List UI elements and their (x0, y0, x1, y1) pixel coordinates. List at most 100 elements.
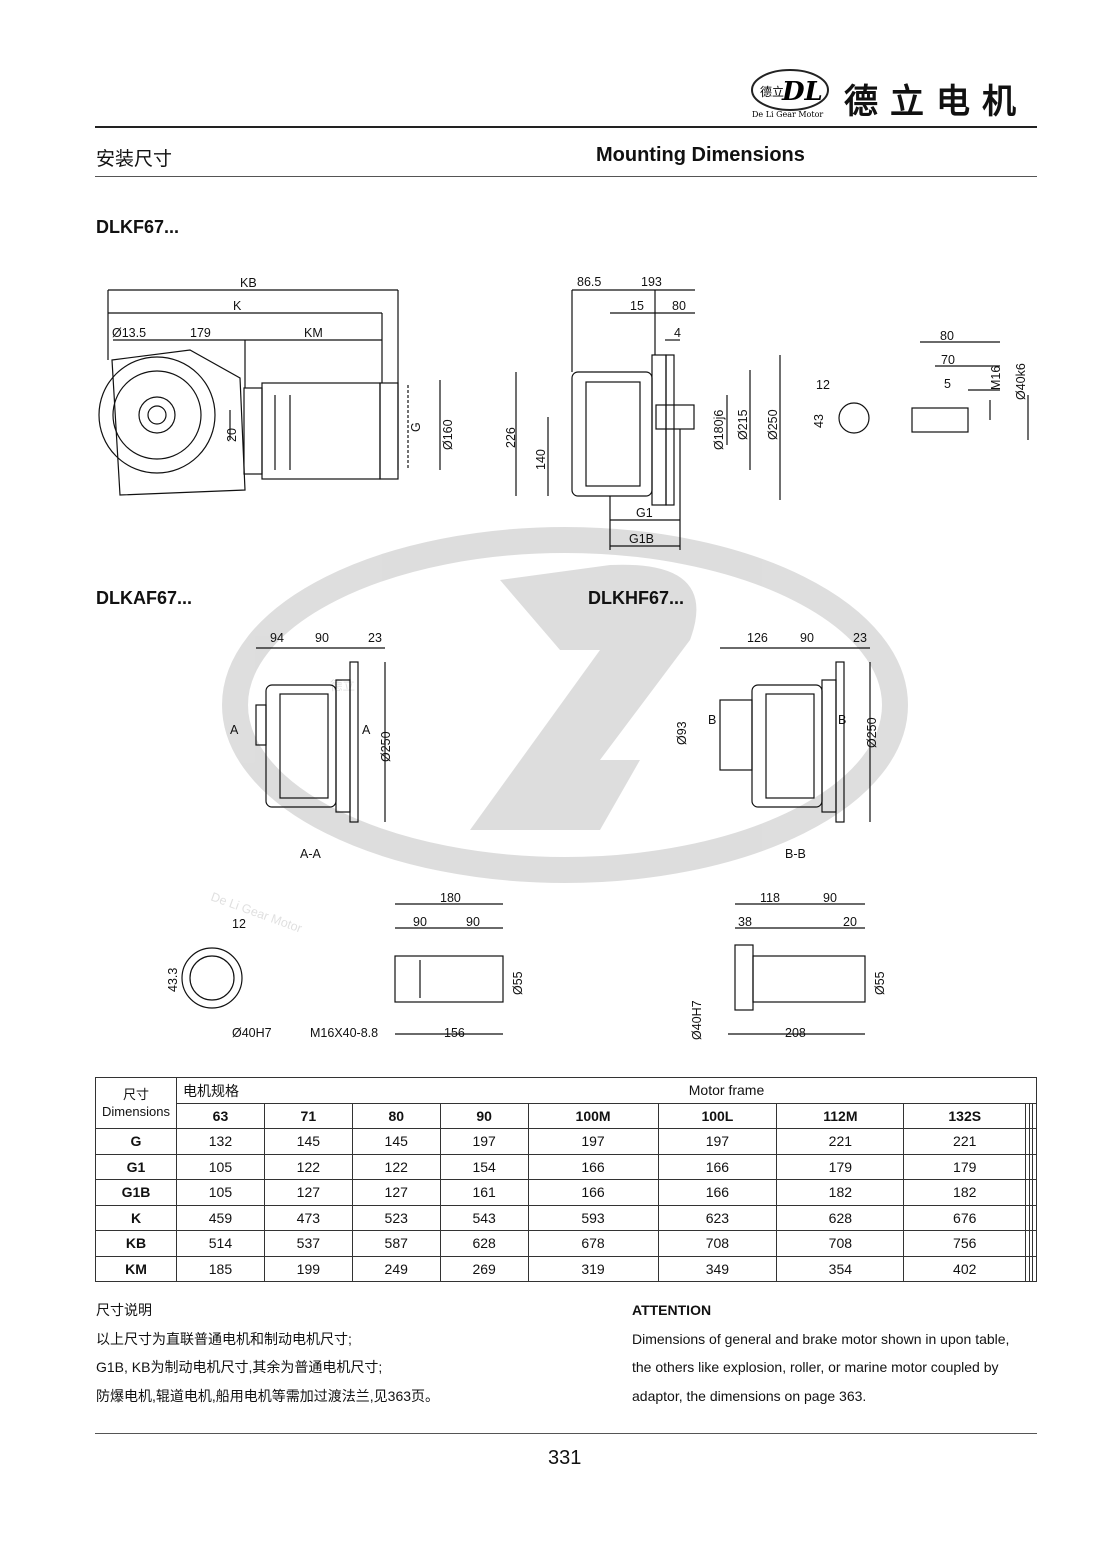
labels-kf-front: 86.5 193 15 80 4 226 140 Ø180j6 Ø215 Ø25… (504, 275, 780, 546)
table-cell (1032, 1255, 1037, 1282)
table-cell: 161 (439, 1179, 529, 1206)
table-cell: 678 (527, 1230, 659, 1257)
table-cell: 154 (439, 1153, 529, 1180)
dim-d250-kaf: Ø250 (379, 731, 393, 762)
dim-12: 12 (816, 378, 830, 392)
notes-en-line: Dimensions of general and brake motor sh… (632, 1330, 1010, 1347)
table-cell: 182 (776, 1179, 905, 1206)
table-cell: 319 (527, 1255, 659, 1282)
labels-khf-bore: 118 90 38 20 Ø55 Ø40H7 208 (690, 891, 887, 1040)
table-cell: 122 (263, 1153, 353, 1180)
frame-col: 90 (439, 1102, 529, 1129)
notes-en-line: adaptor, the dimensions on page 363. (632, 1387, 867, 1404)
table-corner-en: Dimensions (102, 1104, 170, 1119)
table-cell: 708 (657, 1230, 778, 1257)
labels-kaf-bore: 12 43.3 Ø40H7 180 90 90 M16X40-8.8 156 Ø… (166, 891, 525, 1040)
frame-header-row: 63 71 80 90 100M 100L 112M 132S (96, 1102, 1037, 1129)
dim-4: 4 (674, 326, 681, 340)
header-rule (95, 126, 1037, 128)
table-cell: 756 (903, 1230, 1027, 1257)
footer-rule (95, 1433, 1037, 1434)
dim-90-khf: 90 (800, 631, 814, 645)
frame-col: 80 (351, 1102, 441, 1129)
dim-179: 179 (190, 326, 211, 340)
table-cell (1032, 1179, 1037, 1206)
notes-zh-line: 防爆电机,辊道电机,船用电机等需加过渡法兰,见363页。 (96, 1387, 440, 1404)
table-cell: 166 (527, 1153, 659, 1180)
dim-80b: 80 (940, 329, 954, 343)
drawing-khf-bore (728, 903, 866, 1035)
dim-94: 94 (270, 631, 284, 645)
table-corner: 尺寸 Dimensions (95, 1077, 177, 1129)
dim-d55-khf: Ø55 (873, 971, 887, 995)
dim-g: G (409, 422, 423, 432)
dim-20: 20 (225, 428, 239, 442)
frame-col: 100M (527, 1102, 659, 1129)
table-cell: 179 (776, 1153, 905, 1180)
table-cell: 628 (776, 1204, 905, 1231)
notes-zh: 尺寸说明 以上尺寸为直联普通电机和制动电机尺寸; G1B, KB为制动电机尺寸,… (96, 1296, 439, 1410)
table-cell: 269 (439, 1255, 529, 1282)
dim-80: 80 (672, 299, 686, 313)
dim-118: 118 (760, 891, 780, 905)
dim-140: 140 (534, 449, 548, 470)
dim-d160: Ø160 (441, 419, 455, 450)
dim-d40h7-kaf: Ø40H7 (232, 1026, 272, 1040)
row-label: KM (95, 1255, 177, 1282)
drawing-kaf-bore (181, 903, 504, 1035)
frame-col: 132S (903, 1102, 1027, 1129)
notes-en-title: ATTENTION (632, 1302, 712, 1318)
dim-thread: M16X40-8.8 (310, 1026, 378, 1040)
watermark: 德立 De Li Gear Motor (209, 527, 908, 936)
subheader-rule (95, 176, 1037, 177)
dim-15: 15 (630, 299, 644, 313)
table-cell: 676 (903, 1204, 1027, 1231)
table-cell: 523 (351, 1204, 441, 1231)
table-cell: 185 (176, 1255, 265, 1282)
dim-126: 126 (747, 631, 768, 645)
section-mark-a-right: A (362, 723, 371, 737)
logo-emblem-icon: 德立 DL De Li Gear Motor (751, 69, 829, 119)
page-title-zh: 安装尺寸 (96, 149, 173, 170)
dim-193: 193 (641, 275, 662, 289)
table-cell: 221 (776, 1128, 905, 1155)
dim-d180: Ø180j6 (712, 410, 726, 450)
dim-90: 90 (315, 631, 329, 645)
dim-g1b: G1B (629, 532, 654, 546)
logo-caption: De Li Gear Motor (752, 110, 823, 119)
table-cell (1032, 1128, 1037, 1155)
dim-90a: 90 (413, 915, 427, 929)
table-cell: 593 (527, 1204, 659, 1231)
table-cell: 349 (657, 1255, 778, 1282)
dim-d215: Ø215 (736, 409, 750, 440)
logo-letters: DL (781, 77, 823, 107)
table-cell: 514 (176, 1230, 265, 1257)
labels-khf: 126 90 23 B B Ø93 Ø250 B-B (675, 631, 879, 861)
table-cell: 221 (903, 1128, 1027, 1155)
frame-col (1032, 1102, 1037, 1129)
table-cell: 473 (263, 1204, 353, 1231)
dim-d40k6: Ø40k6 (1014, 363, 1028, 400)
dim-d250-khf: Ø250 (865, 717, 879, 748)
brand-name: 德立电机 (844, 82, 1028, 122)
table-cell: 105 (176, 1179, 265, 1206)
labels-kf-shaft: 80 70 5 M16 Ø40k6 12 43 (812, 329, 1028, 428)
dim-70: 70 (941, 353, 955, 367)
dimension-table: 尺寸 Dimensions 电机规格 Motor frame 63 71 80 … (95, 1077, 1037, 1282)
table-cell: 543 (439, 1204, 529, 1231)
drawing-kaf-front (255, 647, 386, 823)
dim-43-3: 43.3 (166, 968, 180, 992)
section-mark-a-left: A (230, 723, 239, 737)
notes-zh-line: 以上尺寸为直联普通电机和制动电机尺寸; (96, 1330, 352, 1347)
table-cell: 166 (527, 1179, 659, 1206)
dim-d13: Ø13.5 (112, 326, 146, 340)
dim-23: 23 (368, 631, 382, 645)
table-cell (1032, 1204, 1037, 1231)
section-mark-b-right: B (838, 713, 846, 727)
table-cell: 628 (439, 1230, 529, 1257)
dim-12-kaf: 12 (232, 917, 246, 931)
drawing-kf-front (515, 289, 781, 550)
